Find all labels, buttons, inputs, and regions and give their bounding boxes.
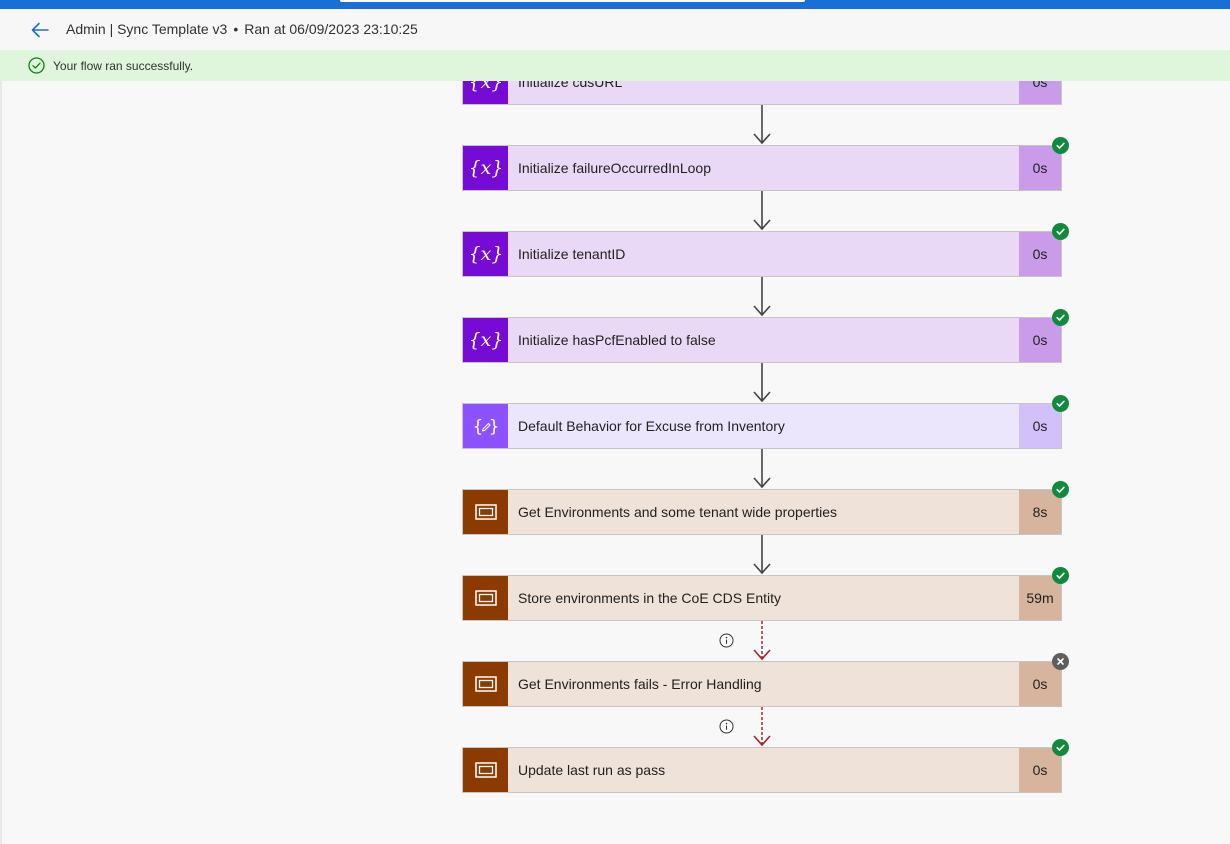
- flow-step-card[interactable]: Store environments in the CoE CDS Entity…: [462, 575, 1062, 621]
- step-icon-box: [463, 490, 508, 534]
- step-icon-box: {𝑥}: [463, 232, 508, 276]
- flow-connector-arrow: [753, 105, 771, 145]
- status-succeeded-icon: [1052, 567, 1069, 584]
- top-bar: [0, 0, 1230, 9]
- status-succeeded-icon: [1052, 309, 1069, 326]
- left-panel-divider: [0, 81, 2, 844]
- flow-step-card[interactable]: { } Default Behavior for Excuse from Inve…: [462, 403, 1062, 449]
- flow-connector-arrow: [753, 191, 771, 231]
- svg-text:{𝑥}: {𝑥}: [471, 81, 501, 93]
- success-message: Your flow ran successfully.: [53, 59, 194, 73]
- step-duration: 0s: [1019, 232, 1061, 276]
- status-succeeded-icon: [1052, 137, 1069, 154]
- step-icon-box: { }: [463, 404, 508, 448]
- title-separator: •: [233, 21, 239, 37]
- status-succeeded-icon: [1052, 395, 1069, 412]
- step-duration: 0s: [1019, 146, 1061, 190]
- info-icon[interactable]: [719, 633, 734, 648]
- status-succeeded-icon: [1052, 223, 1069, 240]
- svg-text:{𝑥}: {𝑥}: [471, 243, 501, 265]
- step-duration: 0s: [1019, 748, 1061, 792]
- flow-step-card[interactable]: Get Environments and some tenant wide pr…: [462, 489, 1062, 535]
- step-duration: 0s: [1019, 81, 1061, 104]
- run-after-connector: [753, 621, 771, 661]
- compose-icon: { }: [472, 417, 499, 437]
- status-succeeded-icon: [1052, 481, 1069, 498]
- flow-name: Admin | Sync Template v3: [66, 21, 228, 37]
- step-duration: 0s: [1019, 662, 1061, 706]
- step-icon-box: {𝑥}: [463, 146, 508, 190]
- scope-icon: [474, 676, 497, 692]
- status-skipped-icon: [1052, 653, 1069, 670]
- scope-icon: [474, 762, 497, 778]
- svg-text:{𝑥}: {𝑥}: [471, 157, 501, 179]
- run-timestamp: Ran at 06/09/2023 23:10:25: [244, 21, 418, 37]
- step-duration: 59m: [1019, 576, 1061, 620]
- svg-text:{𝑥}: {𝑥}: [471, 329, 501, 351]
- step-label: Initialize cdsURL: [508, 81, 1019, 104]
- step-icon-box: [463, 662, 508, 706]
- step-duration: 0s: [1019, 404, 1061, 448]
- step-icon-box: {𝑥}: [463, 81, 508, 104]
- svg-text:{ }: { }: [472, 417, 499, 437]
- flow-connector-arrow: [753, 449, 771, 489]
- variable-braces-icon: {𝑥}: [471, 243, 501, 265]
- flow-run-header: Admin | Sync Template v3 • Ran at 06/09/20…: [0, 9, 1230, 50]
- flow-connector-arrow: [753, 363, 771, 403]
- step-label: Update last run as pass: [508, 748, 1019, 792]
- variable-braces-icon: {𝑥}: [471, 329, 501, 351]
- step-label: Default Behavior for Excuse from Invento…: [508, 404, 1019, 448]
- step-label: Get Environments fails - Error Handling: [508, 662, 1019, 706]
- flow-connector-arrow: [753, 535, 771, 575]
- scope-icon: [474, 504, 497, 520]
- step-label: Initialize failureOccurredInLoop: [508, 146, 1019, 190]
- check-circle-icon: [28, 57, 45, 74]
- back-button[interactable]: [29, 19, 51, 41]
- step-label: Initialize hasPcfEnabled to false: [508, 318, 1019, 362]
- step-label: Initialize tenantID: [508, 232, 1019, 276]
- scope-icon: [474, 590, 497, 606]
- arrow-left-icon: [31, 22, 49, 38]
- step-icon-box: [463, 748, 508, 792]
- variable-braces-icon: {𝑥}: [471, 157, 501, 179]
- step-duration: 8s: [1019, 490, 1061, 534]
- step-label: Store environments in the CoE CDS Entity: [508, 576, 1019, 620]
- step-icon-box: [463, 576, 508, 620]
- info-icon[interactable]: [719, 719, 734, 734]
- page-title: Admin | Sync Template v3 • Ran at 06/09/20…: [66, 21, 418, 37]
- variable-braces-icon: {𝑥}: [471, 81, 501, 93]
- step-duration: 0s: [1019, 318, 1061, 362]
- success-banner: Your flow ran successfully.: [0, 50, 1230, 81]
- step-label: Get Environments and some tenant wide pr…: [508, 490, 1019, 534]
- step-icon-box: {𝑥}: [463, 318, 508, 362]
- search-bar[interactable]: [340, 0, 805, 2]
- status-succeeded-icon: [1052, 739, 1069, 756]
- flow-connector-arrow: [753, 277, 771, 317]
- run-after-connector: [753, 707, 771, 747]
